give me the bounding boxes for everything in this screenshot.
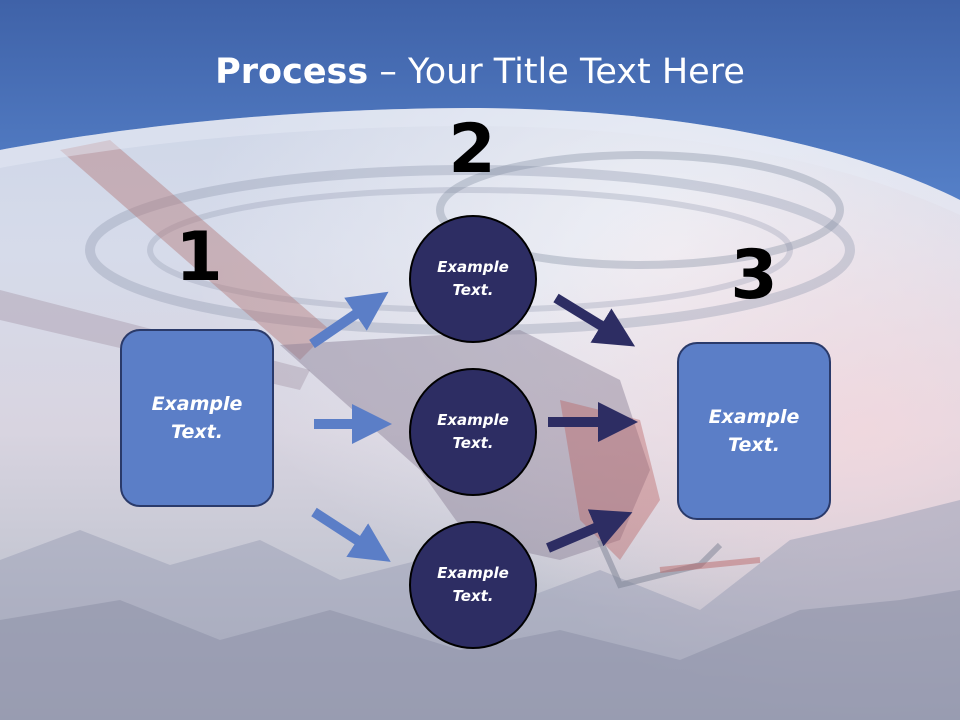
arrow-1-to-top <box>309 291 389 349</box>
step-2-circle-middle-text: Example Text. <box>437 410 509 452</box>
step-3-text: Example Text. <box>708 405 800 457</box>
title-rest: – Your Title Text Here <box>368 52 745 92</box>
step-number-2: 2 <box>448 110 496 189</box>
arrow-top-to-3 <box>553 293 636 347</box>
step-1-text: Example Text. <box>151 392 243 444</box>
step-3-box: Example Text. <box>677 342 831 520</box>
step-2-circle-middle: Example Text. <box>409 368 537 496</box>
step-2-circle-bottom-text: Example Text. <box>437 563 509 605</box>
arrow-bottom-to-3 <box>546 509 633 553</box>
title-strong: Process <box>215 52 369 92</box>
slide-title: Process – Your Title Text Here <box>0 52 960 92</box>
step-2-circle-top-text: Example Text. <box>437 257 509 299</box>
step-number-1: 1 <box>175 218 223 297</box>
step-1-box: Example Text. <box>120 329 274 507</box>
step-2-circle-bottom: Example Text. <box>409 521 537 649</box>
step-2-circle-top: Example Text. <box>409 215 537 343</box>
step-number-3: 3 <box>730 236 778 315</box>
arrow-1-to-bottom <box>311 507 391 562</box>
